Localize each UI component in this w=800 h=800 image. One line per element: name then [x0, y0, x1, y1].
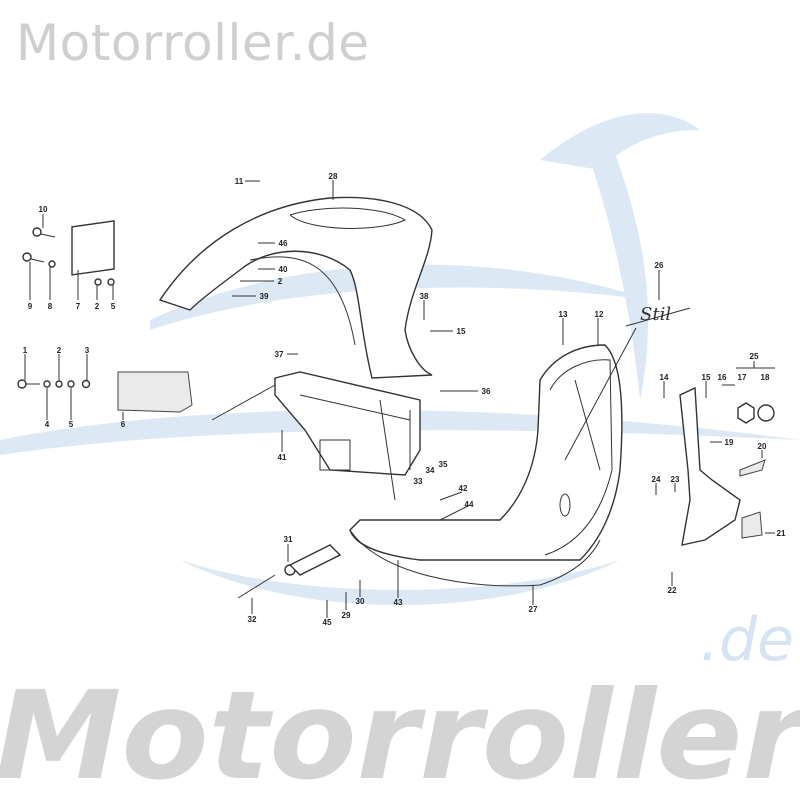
part-label: 1 — [23, 346, 28, 355]
part-label: 13 — [559, 310, 568, 319]
part-label: 39 — [260, 292, 269, 301]
part-label: 36 — [482, 387, 491, 396]
part-label: 41 — [278, 453, 287, 462]
part-label: 21 — [777, 529, 786, 538]
leg-shield-floorboard — [349, 344, 623, 587]
part-label: 2 — [95, 302, 100, 311]
hardware-parts — [17, 227, 115, 389]
part-label: 40 — [279, 265, 288, 274]
part-label: 24 — [652, 475, 661, 484]
stand-bracket — [237, 544, 342, 599]
part-label: 2 — [278, 277, 283, 286]
part-number-labels: 10 9 8 7 2 5 11 28 46 40 2 39 38 15 37 1… — [23, 172, 786, 627]
part-label: 16 — [718, 373, 727, 382]
part-label: 18 — [761, 373, 770, 382]
round-cap — [757, 404, 775, 422]
part-label: 2 — [57, 346, 62, 355]
part-label: 4 — [45, 420, 50, 429]
part-label: 42 — [459, 484, 468, 493]
part-label: 31 — [284, 535, 293, 544]
part-label: 25 — [750, 352, 759, 361]
part-label: 35 — [439, 460, 448, 469]
rear-cowl — [158, 196, 433, 379]
part-label: 37 — [275, 350, 284, 359]
part-label: 27 — [529, 605, 538, 614]
part-label: 23 — [671, 475, 680, 484]
part-label: 6 — [121, 420, 126, 429]
frame — [211, 371, 421, 501]
part-label: 17 — [738, 373, 747, 382]
part-label: 5 — [111, 302, 116, 311]
part-label: 10 — [39, 205, 48, 214]
part-label: 14 — [660, 373, 669, 382]
part-label: 22 — [668, 586, 677, 595]
clip — [739, 459, 766, 477]
part-label: 26 — [655, 261, 664, 270]
watermark-top: Motorroller.de — [16, 14, 370, 72]
part-label: 32 — [248, 615, 257, 624]
part-label: 34 — [426, 466, 435, 475]
part-label: 8 — [48, 302, 53, 311]
part-label: 19 — [725, 438, 734, 447]
hex-cap — [737, 402, 755, 424]
side-panel — [679, 386, 741, 546]
license-plate — [71, 220, 115, 276]
part-label: 15 — [457, 327, 466, 336]
part-label: 33 — [414, 477, 423, 486]
part-label: 12 — [595, 310, 604, 319]
part-label: 46 — [279, 239, 288, 248]
watermark-bottom: Motorroller — [0, 665, 800, 800]
part-label: 5 — [69, 420, 74, 429]
part-label: 9 — [28, 302, 33, 311]
part-label: 30 — [356, 597, 365, 606]
part-label: 3 — [85, 346, 90, 355]
watermark-suffix: .de — [700, 605, 794, 675]
part-label: 20 — [758, 442, 767, 451]
part-label: 15 — [702, 373, 711, 382]
leader-lines — [24, 180, 775, 618]
part-label: 44 — [465, 500, 474, 509]
part-label: 11 — [235, 177, 244, 186]
battery-box — [117, 371, 193, 413]
part-label: 29 — [342, 611, 351, 620]
part-label: 7 — [76, 302, 81, 311]
reflector — [741, 511, 763, 539]
part-label: 45 — [323, 618, 332, 627]
part-label: 43 — [394, 598, 403, 607]
part-label: 38 — [420, 292, 429, 301]
part-label: 28 — [329, 172, 338, 181]
